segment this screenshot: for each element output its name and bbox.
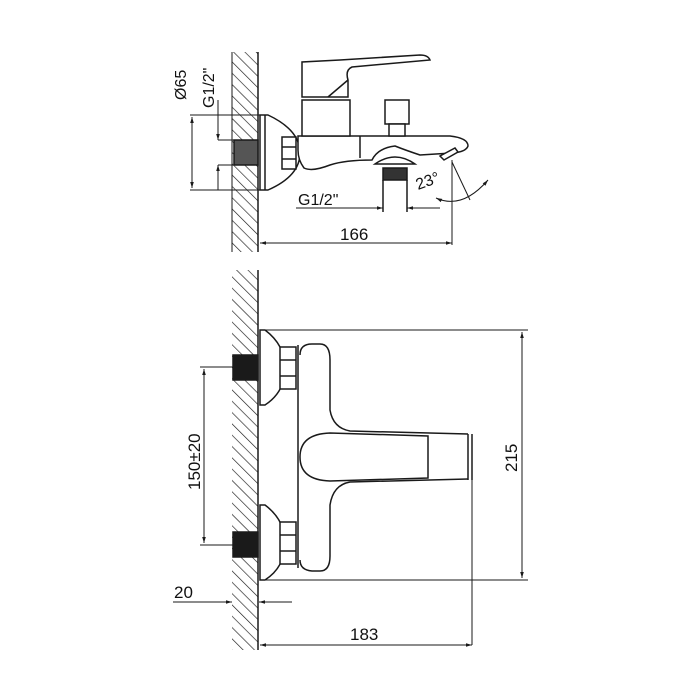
mixer-body-front [300,344,355,432]
dim-projection: 166 [340,225,368,244]
top-view [190,52,489,252]
inlet-upper [232,354,259,381]
lever-handle-top [301,54,432,98]
dim-spout-angle: 23° [414,170,443,194]
dim-flange-diameter: Ø65 [173,70,190,100]
dim-thread-wall: G1/2" [201,68,218,108]
dim-height: 215 [502,444,521,472]
dim-center-distance: 150±20 [185,433,204,490]
dim-spout-reach: 183 [350,625,378,644]
wall-section-front [232,270,258,650]
lever-handle-front [299,432,429,482]
diverter-knob [384,99,410,125]
threaded-inlet-top [233,139,259,166]
dim-eccentric-depth: 20 [174,583,193,602]
inlet-lower [232,531,259,558]
dim-thread-diverter: G1/2" [298,192,338,209]
mixer-body-top [297,135,469,171]
front-view [173,270,528,650]
